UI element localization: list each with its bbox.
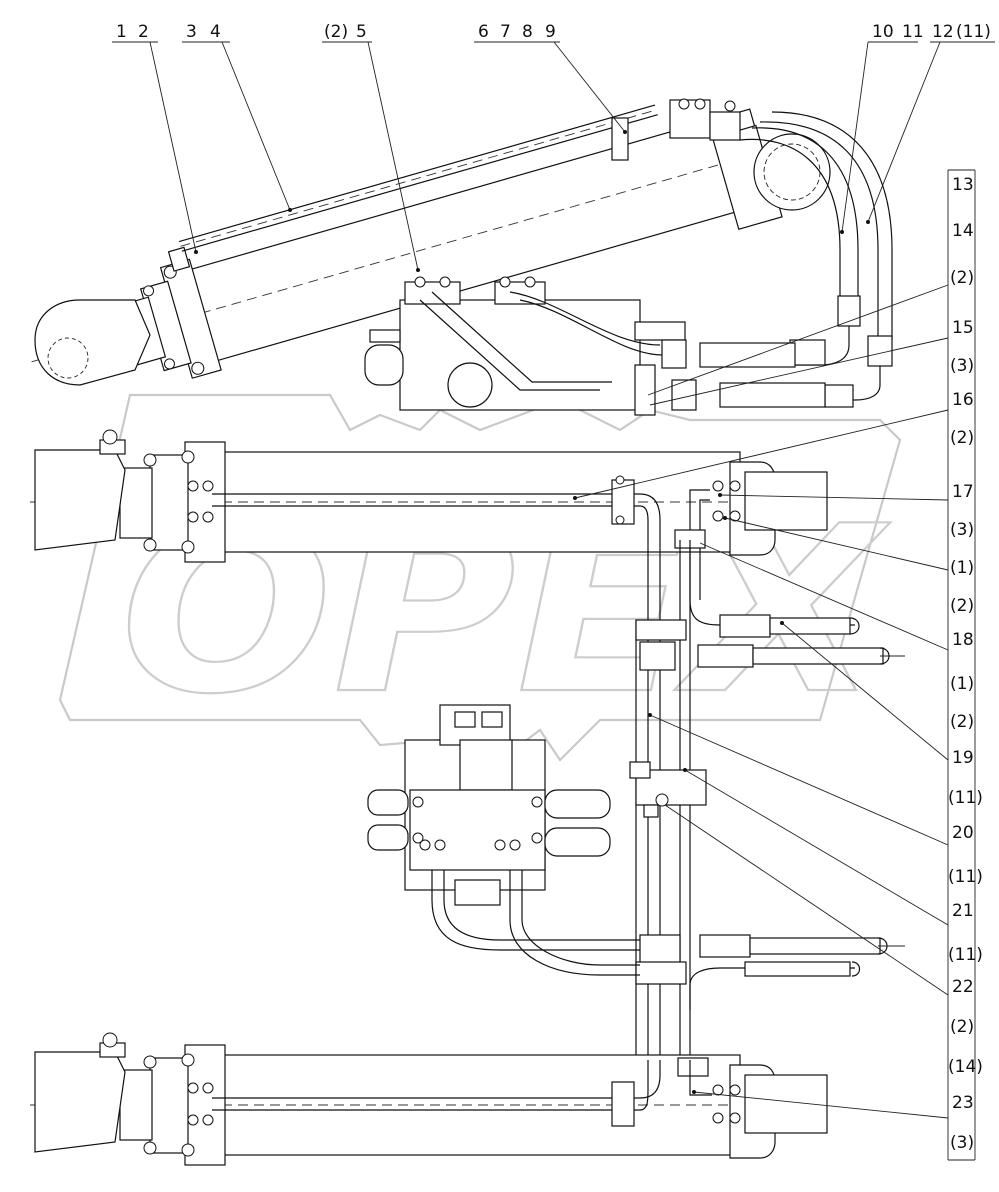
callout-18: 18 <box>952 630 974 650</box>
callout-r-11c: (11) <box>948 945 983 965</box>
callout-5: 5 <box>356 22 367 42</box>
callout-r-11a: (11) <box>948 788 983 808</box>
callout-column-frame <box>947 169 976 1161</box>
top-callouts: 1 2 3 4 (2) 5 6 7 8 9 10 11 12 (11) <box>116 22 991 42</box>
callout-6: 6 <box>478 22 489 42</box>
callout-4: 4 <box>210 22 221 42</box>
callout-21: 21 <box>952 901 974 921</box>
callout-23: 23 <box>952 1093 974 1113</box>
right-callouts: 13 14 (2) 15 (3) 16 (2) 17 (3) (1) (2) 1… <box>948 175 983 1153</box>
callout-19: 19 <box>952 748 974 768</box>
control-valve <box>367 704 640 976</box>
callout-8: 8 <box>522 22 533 42</box>
callout-17: 17 <box>952 482 974 502</box>
callout-10: 10 <box>872 22 894 42</box>
callout-r-2c: (2) <box>950 596 974 616</box>
callout-r-3a: (3) <box>950 356 974 376</box>
callout-15: 15 <box>952 318 974 338</box>
callout-1: 1 <box>116 22 127 42</box>
callout-9: 9 <box>545 22 556 42</box>
callout-r-3c: (3) <box>950 1133 974 1153</box>
callout-r-3b: (3) <box>950 520 974 540</box>
callout-20: 20 <box>952 823 974 843</box>
leader-lines <box>112 41 995 1119</box>
callout-16: 16 <box>952 390 974 410</box>
callout-r-14: (14) <box>948 1057 983 1077</box>
tube-bundle <box>629 540 905 1060</box>
callout-r-1a: (1) <box>950 558 974 578</box>
callout-r-2a: (2) <box>950 268 974 288</box>
callout-14: 14 <box>952 221 974 241</box>
callout-r-2b: (2) <box>950 428 974 448</box>
top-side-view <box>31 98 893 416</box>
callout-r-2e: (2) <box>950 1017 974 1037</box>
callout-paren-2: (2) <box>324 22 348 42</box>
callout-13: 13 <box>952 175 974 195</box>
callout-r-2d: (2) <box>950 712 974 732</box>
callout-7: 7 <box>500 22 511 42</box>
callout-paren-11: (11) <box>956 22 991 42</box>
upper-cylinder-plan <box>30 429 828 1070</box>
callout-r-1b: (1) <box>950 674 974 694</box>
callout-3: 3 <box>186 22 197 42</box>
callout-22: 22 <box>952 977 974 997</box>
callout-r-11b: (11) <box>948 867 983 887</box>
callout-11: 11 <box>902 22 924 42</box>
callout-12: 12 <box>932 22 954 42</box>
callout-2: 2 <box>138 22 149 42</box>
lower-cylinder-plan <box>30 1032 828 1166</box>
